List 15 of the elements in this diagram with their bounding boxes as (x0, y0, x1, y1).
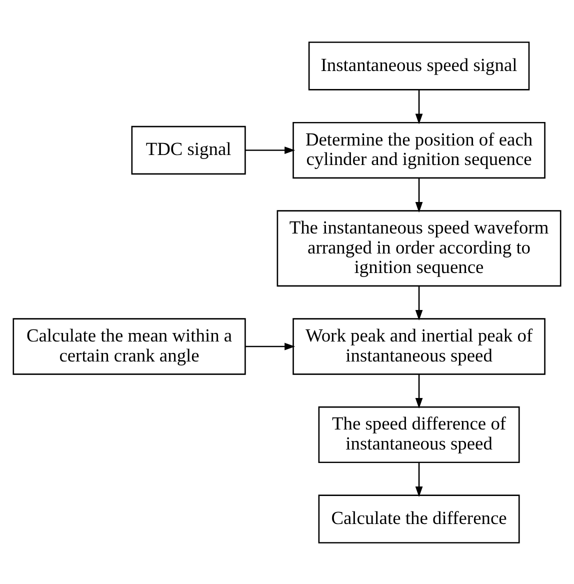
node-box: Determine the position of each cylinder and ignition sequence (292, 121, 546, 178)
node-box: Calculate the difference (318, 494, 520, 543)
node-box: The speed difference of instantaneous speed (318, 406, 520, 463)
arrow (415, 374, 423, 408)
arrow (415, 462, 423, 496)
node-box: Instantaneous speed signal (308, 41, 530, 90)
arrow (415, 286, 423, 320)
node-box: The instantaneous speed waveform arranged in order according to ignition sequence (276, 210, 562, 286)
node-box: TDC signal (131, 125, 246, 174)
arrow (245, 342, 296, 350)
arrow (415, 90, 423, 124)
arrow (415, 178, 423, 212)
node-box: Calculate the mean within a certain crank angle (12, 318, 246, 374)
node-box: Work peak and inertial peak of instantaneous speed (292, 318, 546, 374)
arrow (245, 146, 296, 154)
